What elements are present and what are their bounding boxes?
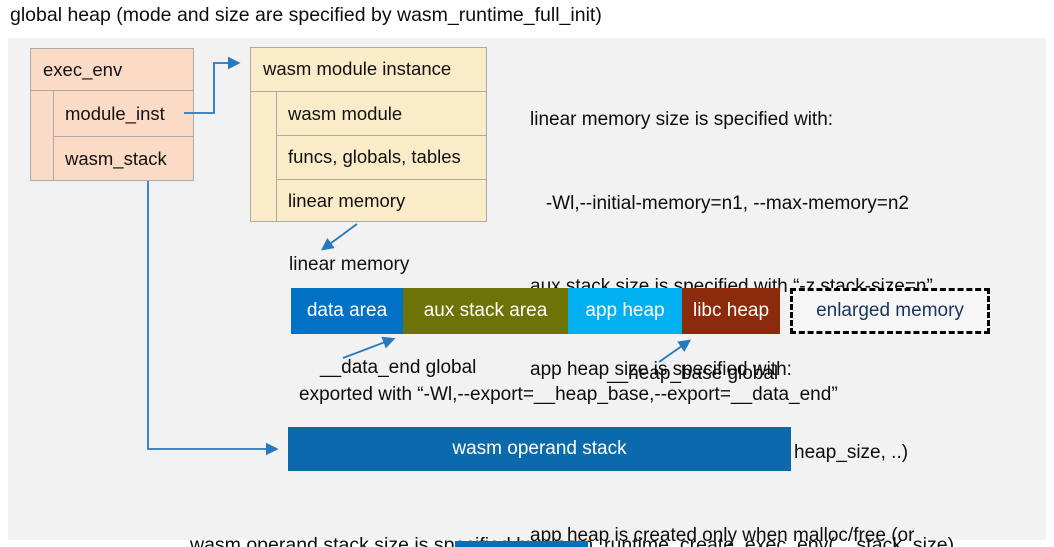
wasm-module-instance-box: wasm module instance wasm module funcs, … bbox=[250, 47, 487, 222]
module-row-funcs-globals-tables: funcs, globals, tables bbox=[276, 135, 486, 178]
exec-env-indent-strip bbox=[31, 91, 54, 181]
operand-stack-description: wasm operand stack size is specified by … bbox=[190, 477, 954, 547]
desc-line: wasm operand stack size is specified by … bbox=[190, 534, 955, 547]
wasm-module-instance-title: wasm module instance bbox=[263, 58, 452, 79]
note-line: app heap size is specified with: bbox=[530, 358, 792, 380]
data-end-global-label: __data_end global bbox=[320, 357, 477, 378]
linear-memory-label: linear memory bbox=[289, 254, 410, 275]
exec-env-body: module_inst wasm_stack bbox=[31, 90, 193, 181]
note-line: -Wl,--initial-memory=n1, --max-memory=n2 bbox=[530, 192, 909, 214]
exec-env-box: exec_env module_inst wasm_stack bbox=[30, 48, 194, 181]
segment-data-area: data area bbox=[291, 288, 403, 334]
exported-with-label: exported with “-Wl,--export=__heap_base,… bbox=[299, 384, 838, 405]
segment-aux-stack-area: aux stack area bbox=[403, 288, 568, 334]
note-line: linear memory size is specified with: bbox=[530, 109, 834, 131]
heap-base-global-label: __heap_base global bbox=[607, 363, 779, 384]
note-line: app heap is created only when malloc/fre… bbox=[530, 524, 915, 546]
module-indent-strip bbox=[251, 92, 277, 222]
exec-env-row-module-inst: module_inst bbox=[65, 102, 165, 124]
segment-libc-heap: libc heap bbox=[682, 288, 780, 334]
wasm-operand-stack-bar: wasm operand stack bbox=[288, 427, 791, 471]
diagram-title: global heap (mode and size are specified… bbox=[10, 4, 602, 26]
exec-env-title: exec_env bbox=[43, 59, 123, 80]
module-row-linear-memory: linear memory bbox=[276, 178, 486, 222]
wasm-module-instance-body: wasm module funcs, globals, tables linea… bbox=[251, 91, 486, 222]
module-row-wasm-module: wasm module bbox=[288, 102, 403, 124]
segment-app-heap: app heap bbox=[568, 288, 682, 334]
segment-enlarged-memory: enlarged memory bbox=[790, 288, 990, 334]
bottom-cutoff-bar bbox=[455, 541, 588, 547]
exec-env-row-wasm-stack: wasm_stack bbox=[53, 136, 193, 181]
